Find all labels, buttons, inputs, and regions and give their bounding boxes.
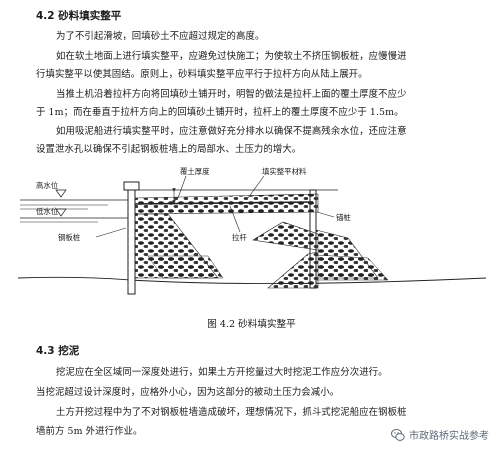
- low-water-label: 低水位: [36, 207, 59, 216]
- diagram-svg: 高水位 低水位 钢板桩 锚桩 拉杆: [18, 167, 486, 295]
- paragraph-line: 土方开挖过程中为了不对钢板桩墙造成破坏，理想情况下，抓斗式挖泥船应在钢板桩: [56, 407, 407, 418]
- tie-rod-label: 拉杆: [232, 233, 247, 242]
- section-heading-4-3: 4.3 挖泥: [36, 345, 80, 357]
- cover-thickness-label: 覆土厚度: [180, 167, 210, 176]
- paragraph-line: 挖泥应在全区域同一深度处进行，如果土方开挖量过大时挖泥工作应分次进行。: [56, 367, 388, 378]
- paragraph-line: 当推土机沿着拉杆方向将回填砂土铺开时，明智的做法是拉杆上面的覆土厚度不应少: [56, 89, 407, 100]
- paragraph-line: 当挖泥超过设计深度时，应格外小心，因为这部分的被动土压力会减小。: [36, 387, 340, 398]
- paragraph-line: 设置泄水孔以确保不引起钢板桩墙上的局部水、土压力的增大。: [36, 144, 302, 155]
- wechat-icon: [391, 428, 405, 441]
- paragraph-line: 行填实整平以使其固结。原则上，砂料填实整平应平行于拉杆方向从陆上展开。: [36, 69, 368, 80]
- fill-material-label: 填实整平材料: [262, 167, 307, 176]
- anchor-pile-label: 锚桩: [336, 213, 351, 222]
- paragraph-line: 墙前方 5m 外进行作业。: [36, 426, 143, 437]
- paragraph-line: 为了不引起滑坡，回填砂土不应超过规定的高度。: [56, 31, 265, 42]
- section-heading-4-2: 4.2 砂料填实整平: [36, 10, 122, 22]
- watermark: 市政路桥实战参考: [391, 427, 489, 442]
- sheet-pile-label: 钢板桩: [58, 233, 81, 242]
- paragraph-line: 于 1m；而在垂直于拉杆方向上的回填砂土铺开时，拉杆上的覆土厚度不应少于 1.5…: [36, 107, 404, 118]
- paragraph-line: 如在软土地面上进行填实整平，应避免过快施工；为使软土不挤压钢板桩，应慢慢进: [56, 51, 407, 62]
- watermark-text: 市政路桥实战参考: [409, 431, 489, 442]
- water-levels: [20, 189, 130, 223]
- fill-material-layer: [134, 193, 319, 215]
- riprap-mound-middle: [252, 221, 319, 251]
- paragraph-line: 如用吸泥船进行填实整平时，应注意做好充分排水以确保不提高残余水位，还应注意: [56, 126, 407, 137]
- seabed-line: [18, 276, 486, 284]
- tie-rod: [134, 201, 314, 205]
- sand-fill-diagram: 高水位 低水位 钢板桩 锚桩 拉杆: [18, 160, 486, 310]
- high-water-label: 高水位: [36, 181, 59, 190]
- figure-caption: 图 4.2 砂料填实整平: [207, 319, 296, 330]
